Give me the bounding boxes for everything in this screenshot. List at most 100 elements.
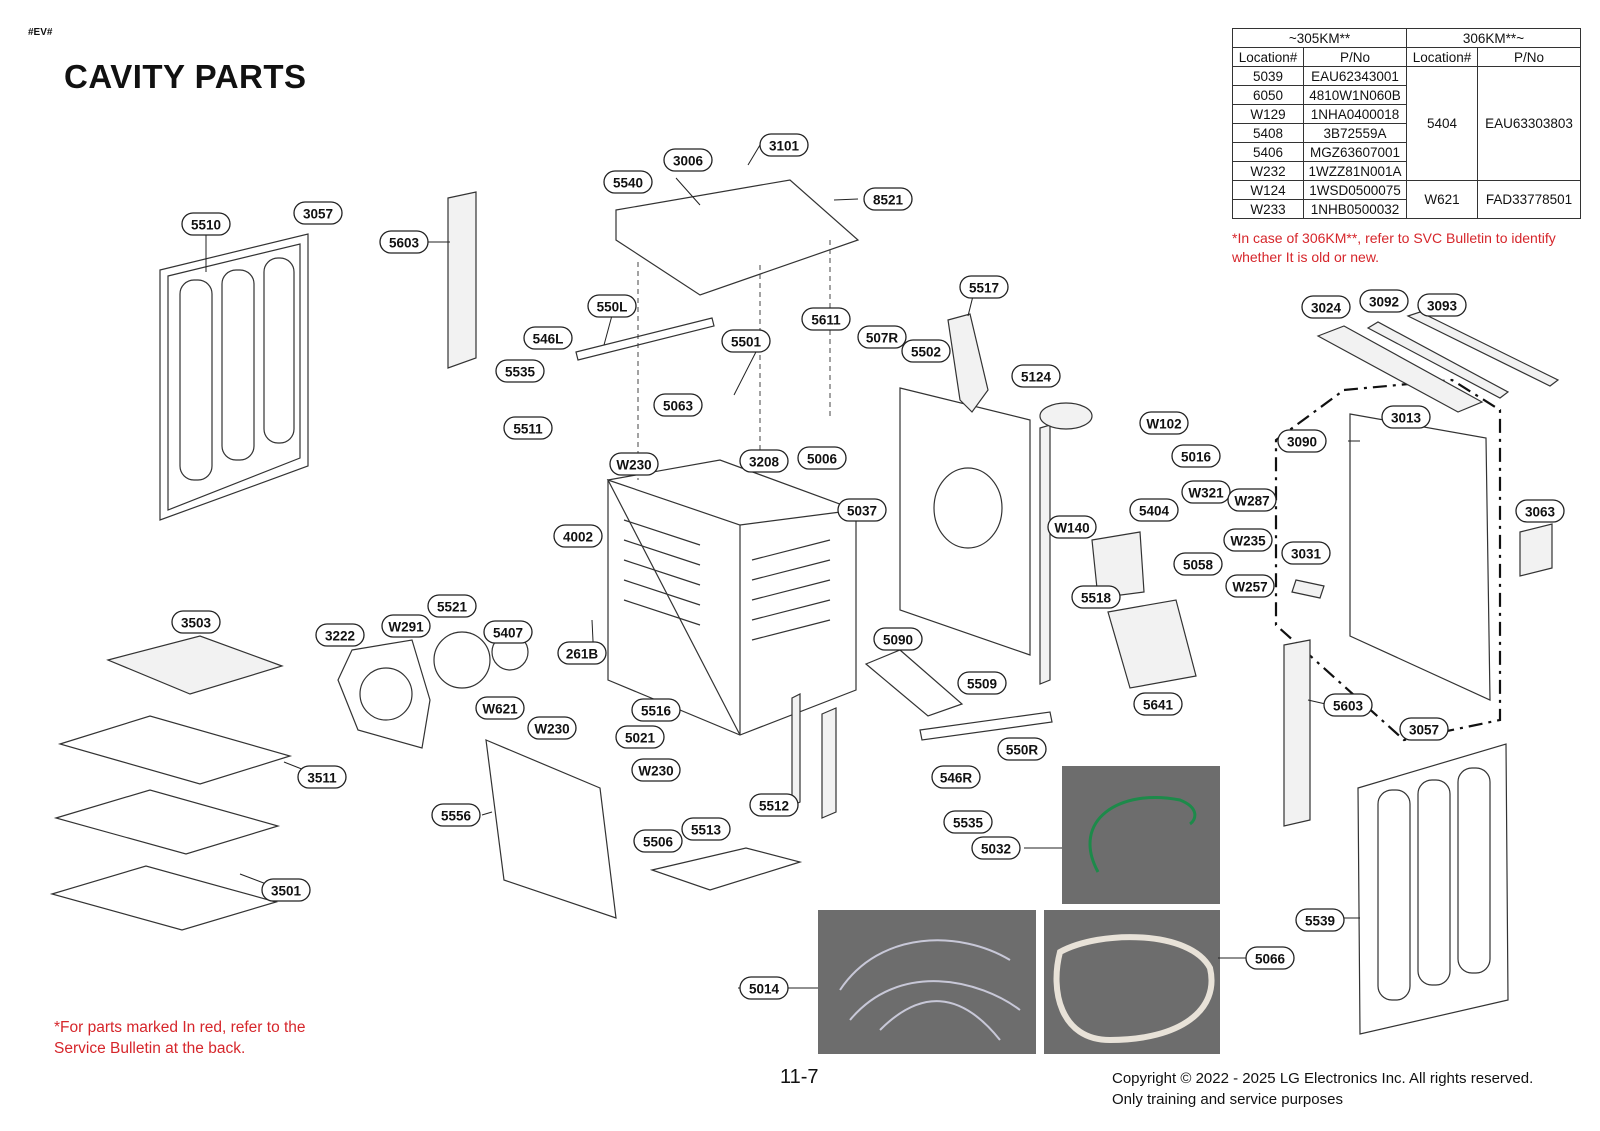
oven-rack-lower [49,865,279,931]
callout-label: 3006 [673,154,704,169]
callout-bubble [997,737,1047,761]
callout-bubble [663,148,713,172]
callout-label: 5556 [441,809,472,824]
callout-3093: 3093 [1417,293,1467,317]
rail-right [919,711,1053,741]
callout-bubble [1133,692,1183,716]
page-tag: #EV# [28,27,53,38]
callout-bubble [1281,541,1331,565]
part-drawings [49,179,1560,1054]
callout-bubble [721,329,771,353]
callout-bubble [1171,444,1221,468]
callout-label: W140 [1054,521,1089,536]
callout-label: W257 [1232,580,1267,595]
callout-label: W321 [1188,486,1224,501]
callout-bubble [297,765,347,789]
callout-3057: 3057 [293,201,343,225]
callout-label: 507R [866,331,899,346]
callout-5501: 5501 [721,329,771,353]
side-trim-inner [821,707,837,819]
callout-bubble [1047,515,1097,539]
bracket-5090 [864,649,964,717]
callout-5016: 5016 [1171,444,1221,468]
callout-bubble [431,803,481,827]
callout-bubble [1173,552,1223,576]
callout-label: 5603 [389,236,420,251]
callout-bubble [1323,693,1373,717]
callout-bubble [901,339,951,363]
callout-5535: 5535 [943,810,993,834]
callout-label: 5006 [807,452,838,467]
callout-5407: 5407 [483,620,533,644]
callout-w235: W235 [1223,528,1273,552]
table-cell: FAD33778501 [1477,180,1581,219]
callout-5517: 5517 [959,275,1009,299]
callout-507r: 507R [857,325,907,349]
callout-bubble [873,627,923,651]
callout-label: W235 [1230,534,1266,549]
table-cell: W621 [1406,180,1478,219]
callout-bubble [503,416,553,440]
callout-label: 5510 [191,218,221,233]
table-row: 5039 EAU62343001 5404 EAU63303803 [1232,66,1581,181]
callout-labels: 5510305756035540300631018521550L546L5535… [171,133,1565,1000]
callout-3063: 3063 [1515,499,1565,523]
callout-bubble [1139,411,1189,435]
callout-label: 3031 [1291,547,1322,562]
callout-5535: 5535 [495,359,545,383]
side-panel-right-rib [1377,789,1411,1001]
side-panel-right [1357,743,1509,1035]
table-cell: 1NHB0500032 [1303,199,1407,219]
callout-label: 5611 [811,313,841,328]
callout-5511: 5511 [503,416,553,440]
callout-label: 3503 [181,616,212,631]
callout-bubble [615,725,665,749]
control-board [1091,531,1145,599]
callout-bubble [381,614,431,638]
photo-gasket-5066 [1044,910,1220,1054]
callout-5603: 5603 [1323,693,1373,717]
callout-3101: 3101 [759,133,809,157]
callout-550r: 550R [997,737,1047,761]
callout-3031: 3031 [1281,541,1331,565]
trim-3092 [1366,321,1510,399]
callout-bubble [1295,908,1345,932]
oven-cavity [607,459,857,736]
table-cell: 1NHA0400018 [1303,104,1407,124]
callout-label: 5016 [1181,450,1212,465]
relay-board [1107,599,1197,689]
side-trim [791,693,801,807]
callout-bubble [181,212,231,236]
reference-table: ~305KM** 306KM**~ Location# P/No Locatio… [1232,28,1581,219]
callout-bubble [1011,364,1061,388]
callout-5539: 5539 [1295,908,1345,932]
table-cell: W233 [1232,199,1304,219]
bracket-3031 [1291,579,1325,599]
vertical-duct-right [1283,639,1311,827]
callout-5611: 5611 [801,307,851,331]
callout-w291: W291 [381,614,431,638]
callout-label: 5521 [437,600,468,615]
callout-label: 5063 [663,399,694,414]
callout-bubble [1277,429,1327,453]
callout-5512: 5512 [749,793,799,817]
green-wire [1088,795,1197,873]
callout-label: 3093 [1427,299,1458,314]
callout-550l: 550L [587,294,637,318]
table-cell: MGZ63607001 [1303,142,1407,162]
callout-bubble [837,498,887,522]
callout-bubble [749,793,799,817]
callout-label: 5511 [513,422,543,437]
callout-bubble [971,836,1021,860]
table-note: *In case of 306KM**, refer to SVC Bullet… [1232,230,1556,265]
callout-label: 5506 [643,835,674,850]
callout-bubble [495,359,545,383]
callout-bubble [759,133,809,157]
callout-label: 5407 [493,626,523,641]
callout-bubble [631,758,681,782]
callout-label: 5404 [1139,504,1170,519]
callout-label: 261B [566,647,599,662]
side-panel-left-rib [179,279,213,481]
callout-w140: W140 [1047,515,1097,539]
callout-label: 5540 [613,176,643,191]
